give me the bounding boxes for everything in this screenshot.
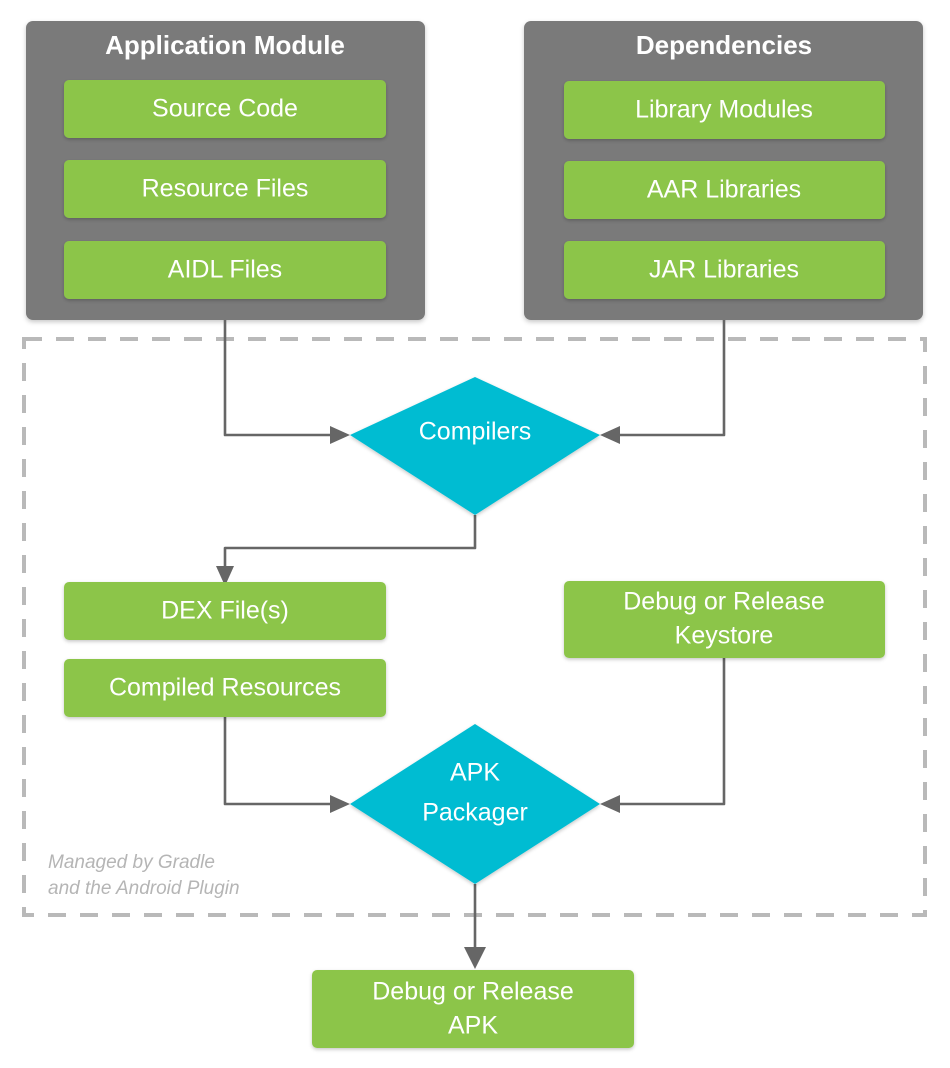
gradle-caption-line-2: and the Android Plugin (48, 878, 240, 899)
apk-packager-label-line-1: APK (450, 759, 500, 787)
arrowhead-app-module-to-compilers (330, 426, 350, 444)
output-apk-label-line-1: Debug or Release (372, 978, 574, 1006)
chip-aidl-files (64, 241, 386, 299)
application-module-title: Application Module (105, 30, 345, 60)
dex-files-label: DEX File(s) (161, 597, 289, 625)
compiled-resources-label: Compiled Resources (109, 674, 341, 702)
output-apk-chip (312, 970, 634, 1048)
chip-jar-libraries-label: JAR Libraries (649, 256, 799, 284)
dex-files-chip (64, 582, 386, 640)
process-apk-packager: APK Packager (350, 724, 600, 884)
chip-aar-libraries-label: AAR Libraries (647, 176, 801, 204)
edge-keystore-to-packager (600, 658, 726, 813)
apk-packager-label-line-2: Packager (422, 799, 528, 827)
edge-dependencies-to-compilers (600, 320, 726, 444)
chip-resource-files-label: Resource Files (142, 175, 309, 203)
edge-compilers-to-dex (216, 515, 477, 586)
artifact-compiled-resources: Compiled Resources (64, 659, 386, 717)
compilers-label: Compilers (419, 418, 532, 446)
output-apk-label-line-2: APK (448, 1012, 498, 1040)
keystore-label-line-2: Keystore (675, 622, 774, 650)
artifact-output-apk: Debug or Release APK (312, 970, 634, 1048)
chip-library-modules-label: Library Modules (635, 96, 813, 124)
artifact-keystore: Debug or Release Keystore (564, 581, 885, 658)
gradle-boundary-caption: Managed by Gradle and the Android Plugin (48, 852, 240, 899)
keystore-chip (564, 581, 885, 658)
arrowhead-resources-to-packager (330, 795, 350, 813)
chip-library-modules (564, 81, 885, 139)
arrowhead-packager-to-apk (464, 947, 486, 969)
chip-source-code-label: Source Code (152, 95, 298, 123)
dependencies-title: Dependencies (636, 30, 812, 60)
group-dependencies: Dependencies Library Modules AAR Librari… (524, 21, 923, 320)
compilers-diamond-shape (350, 377, 600, 515)
arrowhead-keystore-to-packager (600, 795, 620, 813)
keystore-label-line-1: Debug or Release (623, 588, 825, 616)
edge-app-module-to-compilers (223, 320, 350, 444)
apk-packager-diamond-shape (350, 724, 600, 884)
chip-source-code (64, 80, 386, 138)
chip-aidl-files-label: AIDL Files (168, 256, 282, 284)
process-compilers: Compilers (350, 377, 600, 515)
artifact-dex-files: DEX File(s) (64, 582, 386, 640)
edge-packager-to-apk (464, 884, 486, 969)
compiled-resources-chip (64, 659, 386, 717)
chip-aar-libraries (564, 161, 885, 219)
chip-resource-files (64, 160, 386, 218)
edge-resources-to-packager (223, 716, 350, 813)
arrowhead-compilers-to-dex (216, 566, 234, 586)
chip-jar-libraries (564, 241, 885, 299)
arrowhead-dependencies-to-compilers (600, 426, 620, 444)
group-application-module: Application Module Source Code Resource … (26, 21, 425, 320)
gradle-caption-line-1: Managed by Gradle (48, 852, 215, 873)
